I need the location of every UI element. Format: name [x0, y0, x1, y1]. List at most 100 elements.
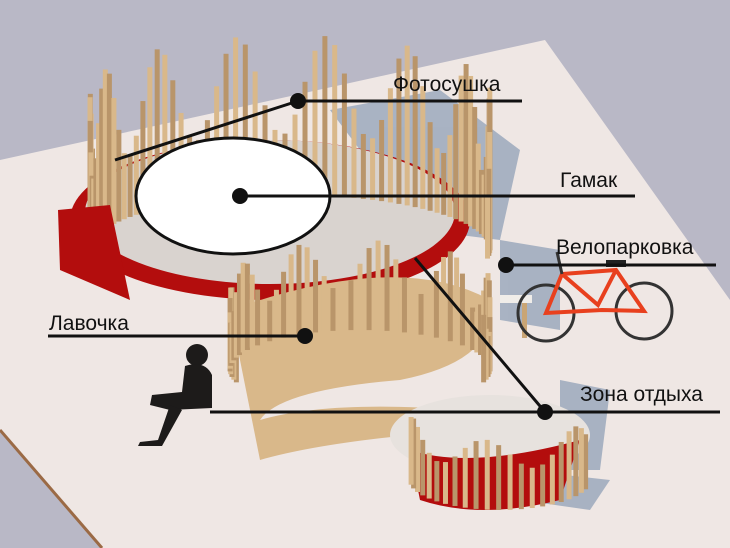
label-photo-drying: Фотосушка — [393, 73, 501, 96]
wood-slat — [447, 251, 453, 342]
wood-slat — [468, 75, 474, 227]
wood-slat — [116, 129, 122, 222]
wood-slat — [321, 276, 327, 332]
wood-slat — [223, 53, 229, 198]
wood-slat — [470, 307, 476, 350]
wood-slat — [483, 328, 489, 380]
platform-edge — [0, 429, 104, 548]
wood-slat — [140, 101, 146, 213]
label-hammock: Гамак — [560, 169, 618, 192]
wood-slat — [393, 259, 399, 332]
wood-slat — [233, 37, 239, 198]
wood-slat — [481, 314, 487, 383]
wood-slat — [418, 293, 424, 335]
bike-rack-bench — [500, 295, 532, 303]
wood-slat — [566, 431, 572, 500]
wood-slat — [518, 463, 524, 510]
wood-slat — [441, 152, 447, 215]
wood-slat — [473, 441, 479, 509]
wood-slat — [426, 285, 432, 337]
wood-slat — [578, 428, 584, 493]
wood-slat — [396, 58, 402, 204]
wood-slat — [549, 454, 555, 505]
wood-slat — [313, 259, 319, 333]
wood-slat — [478, 169, 484, 235]
wood-slat — [121, 153, 127, 220]
wood-slat — [485, 194, 491, 259]
wood-slat — [558, 441, 564, 502]
wood-slat — [249, 274, 255, 348]
wood-slat — [360, 133, 366, 199]
wood-slat — [154, 49, 160, 209]
wood-slat — [453, 104, 459, 220]
wood-slat — [529, 467, 535, 509]
wood-slat — [252, 71, 258, 196]
wood-slat — [401, 277, 407, 333]
wood-slat — [96, 123, 102, 235]
wood-slat — [147, 67, 153, 211]
wood-slat — [351, 108, 357, 198]
wood-slat — [162, 54, 168, 208]
dot-rest-zone — [537, 404, 553, 420]
wood-slat — [540, 464, 546, 507]
wood-slat — [330, 288, 336, 331]
wood-slat — [475, 143, 481, 232]
wood-slat — [341, 73, 347, 198]
wood-slat — [442, 462, 448, 504]
leader-dots — [232, 93, 553, 420]
wood-slat — [427, 122, 433, 211]
wood-slat — [366, 248, 372, 331]
wood-slat — [296, 244, 302, 335]
label-bench: Лавочка — [49, 312, 129, 335]
wood-slat — [302, 81, 308, 196]
wood-slat — [304, 247, 310, 334]
wood-slat — [408, 417, 414, 485]
wood-slat — [454, 257, 460, 344]
wood-slat — [472, 106, 478, 229]
wood-slat — [273, 289, 279, 340]
wood-slat — [348, 280, 354, 331]
wood-slat — [233, 292, 239, 358]
dot-bike-parking — [498, 257, 514, 273]
wood-slat — [288, 254, 294, 337]
dot-bench — [297, 328, 313, 344]
leader-lines — [48, 99, 720, 414]
wood-slat — [242, 44, 248, 197]
wood-slat — [93, 158, 99, 237]
wood-slat — [133, 135, 139, 215]
wood-slat — [507, 454, 513, 510]
wood-slat — [375, 240, 381, 331]
wood-slat — [99, 88, 105, 232]
wood-slat — [102, 69, 108, 229]
wood-slat — [127, 155, 133, 217]
wood-slat — [244, 263, 250, 350]
wood-slat — [387, 88, 393, 203]
wood-slat — [463, 64, 469, 224]
wood-slat — [332, 45, 338, 197]
dot-hammock — [232, 188, 248, 204]
wood-slat — [412, 56, 418, 208]
wood-slat — [255, 289, 261, 346]
wood-slat — [573, 426, 579, 497]
wood-slat — [240, 262, 246, 353]
wood-slat — [404, 45, 410, 206]
wood-slat — [267, 300, 273, 342]
label-bike-parking: Велопарковка — [556, 236, 694, 259]
wood-slat — [420, 439, 426, 496]
wood-slat — [106, 73, 112, 227]
wood-slat — [434, 148, 440, 213]
seated-person-silhouette — [138, 344, 212, 446]
wood-slat — [415, 426, 421, 492]
wood-slat — [478, 304, 484, 356]
wood-slat — [339, 289, 345, 331]
wood-slat — [322, 36, 328, 196]
wood-slat — [426, 452, 432, 499]
wood-slat — [312, 50, 318, 196]
wood-slat — [484, 439, 490, 510]
wood-slat — [260, 300, 266, 344]
wood-slat — [410, 290, 416, 334]
leader-photo-drying — [114, 99, 299, 162]
dot-photo-drying — [290, 93, 306, 109]
